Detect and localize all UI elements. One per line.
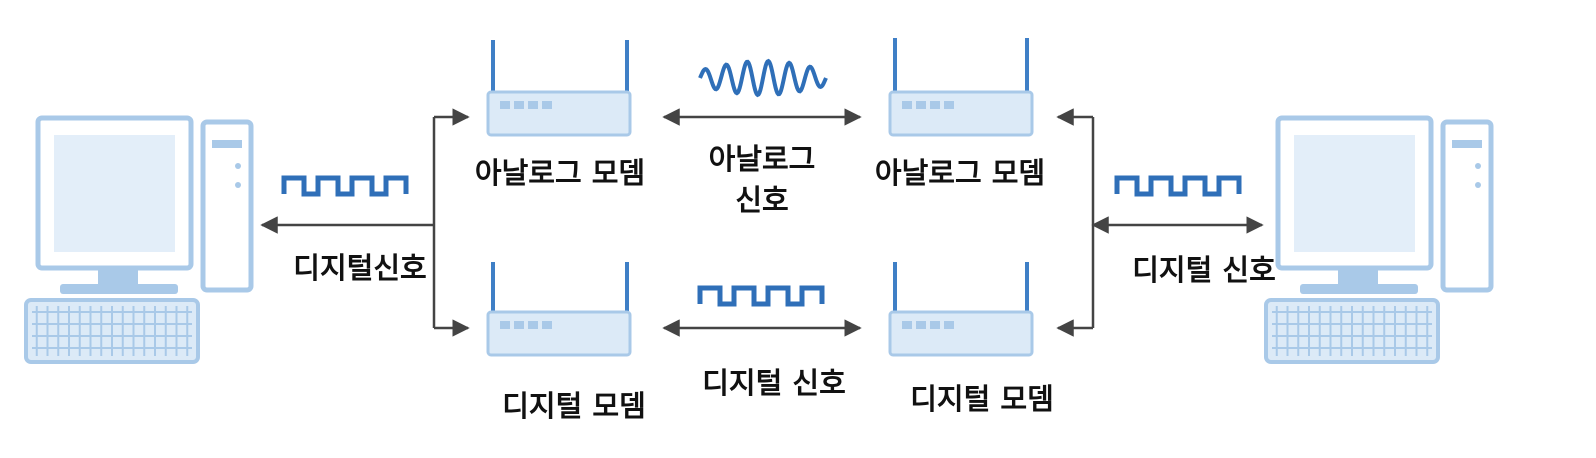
digital-signal-left-label: 디지털신호 (293, 251, 427, 285)
arrows (260, 108, 1264, 337)
digital-signal-middle-label: 디지털 신호 (702, 366, 846, 400)
analog-signal-label-line2: 신호 (735, 183, 789, 217)
analog-modem-left-label: 아날로그 모뎀 (474, 156, 646, 190)
analog-signal-label-line1: 아날로그 (708, 142, 816, 176)
digital-square-wave-icon-middle (697, 285, 825, 307)
right-computer-icon (1264, 115, 1494, 364)
digital-modem-right-icon (888, 262, 1034, 357)
analog-modem-right-icon (888, 38, 1034, 137)
digital-modem-right-label: 디지털 모뎀 (910, 382, 1054, 416)
digital-modem-left-label: 디지털 모뎀 (502, 389, 646, 423)
digital-square-wave-icon-right (1114, 175, 1242, 197)
analog-sine-wave-icon (698, 58, 828, 98)
digital-signal-right-label: 디지털 신호 (1132, 253, 1276, 287)
keyboard-icon (32, 306, 192, 356)
analog-modem-left-icon (486, 40, 632, 137)
analog-modem-right-label: 아날로그 모뎀 (874, 156, 1046, 190)
digital-square-wave-icon-left (281, 175, 409, 197)
left-computer-icon (24, 115, 254, 364)
digital-modem-left-icon (486, 262, 632, 357)
keyboard-icon (1272, 306, 1432, 356)
